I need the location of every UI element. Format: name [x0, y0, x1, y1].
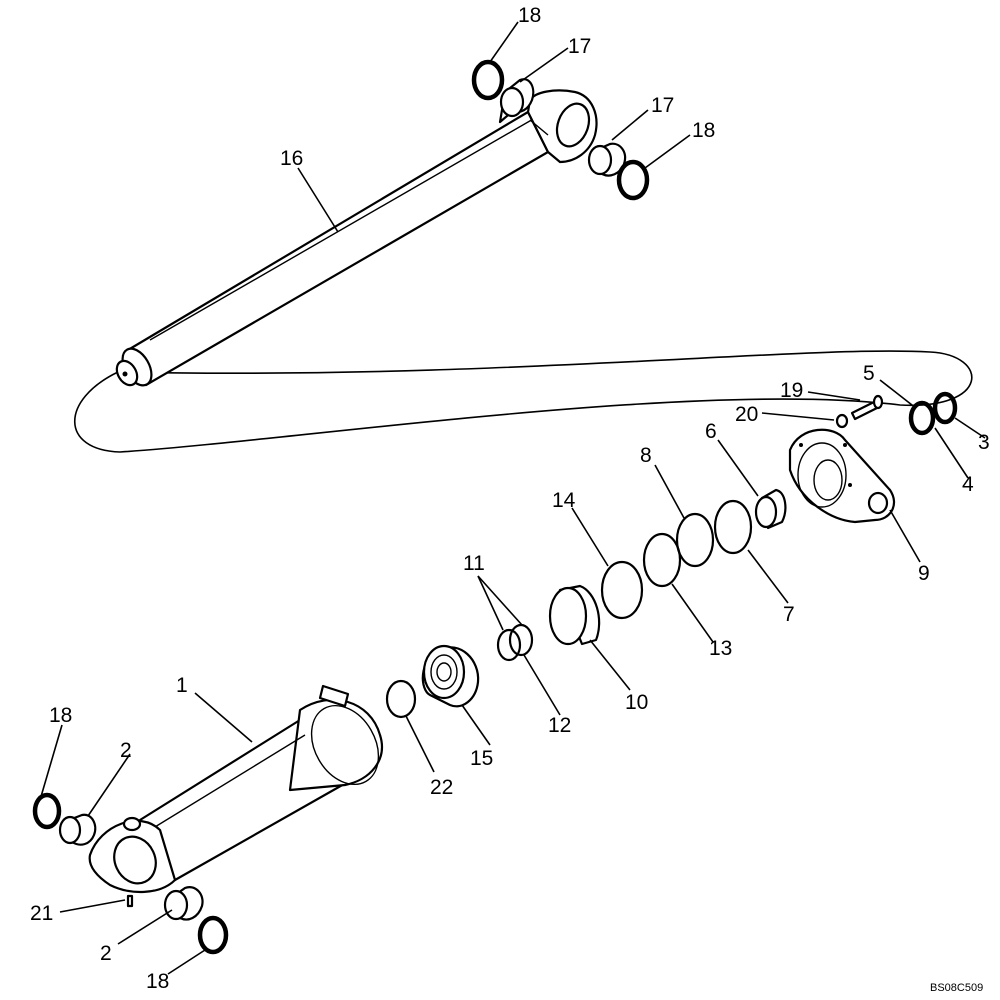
callout-14: 14 — [552, 489, 576, 512]
callout-4: 4 — [962, 473, 974, 496]
bushing-17-upper — [498, 78, 535, 124]
seal-11-b — [508, 623, 534, 657]
callout-9: 9 — [918, 562, 930, 585]
callout-19: 19 — [780, 379, 803, 402]
callout-18-left: 18 — [49, 704, 72, 727]
cylinder-head-9 — [788, 428, 896, 524]
callout-16: 16 — [280, 147, 303, 170]
seal-11-a — [496, 628, 522, 662]
callout-20: 20 — [735, 403, 758, 426]
ring-7 — [713, 499, 753, 555]
callout-18-right: 18 — [692, 119, 715, 142]
piston-rod — [115, 89, 598, 387]
callout-18-bottom: 18 — [146, 970, 169, 993]
snap-ring-18-lower-right — [197, 915, 229, 955]
callout-6: 6 — [705, 420, 717, 443]
callout-10: 10 — [625, 691, 648, 714]
washer-20 — [835, 413, 849, 429]
snap-ring-18-upper-right — [616, 159, 650, 201]
ring-14 — [600, 560, 644, 620]
callout-18-top: 18 — [518, 4, 541, 27]
callout-13: 13 — [709, 637, 732, 660]
o-ring-22 — [385, 679, 417, 719]
callout-15: 15 — [470, 747, 493, 770]
grease-fitting-21 — [126, 894, 134, 908]
cylinder-barrel — [88, 684, 383, 894]
piston-15 — [421, 644, 480, 708]
callout-17-right: 17 — [651, 94, 674, 117]
callout-11: 11 — [463, 552, 485, 575]
callout-5: 5 — [863, 362, 875, 385]
callout-17-top: 17 — [568, 35, 591, 58]
drawing-code: BS08C509 — [930, 982, 983, 994]
bushing-17-right — [587, 142, 627, 177]
callout-22: 22 — [430, 776, 453, 799]
callout-labels: 18 17 17 18 16 5 19 20 3 4 6 8 14 11 12 … — [30, 4, 990, 994]
callout-2-upper: 2 — [120, 739, 132, 762]
callout-12: 12 — [548, 714, 571, 737]
seal-3 — [932, 391, 958, 425]
bushing-6 — [754, 488, 787, 530]
callout-7: 7 — [783, 603, 795, 626]
seal-5-4 — [908, 400, 936, 436]
bolt-19 — [850, 394, 884, 421]
callout-21: 21 — [30, 902, 53, 925]
callout-1: 1 — [176, 674, 188, 697]
ring-8 — [675, 512, 715, 568]
callout-8: 8 — [640, 444, 652, 467]
callout-2-lower: 2 — [100, 942, 112, 965]
callout-3: 3 — [978, 431, 990, 454]
leader-lines — [39, 21, 986, 975]
snap-ring-18-lower-left — [32, 792, 62, 830]
assembly-loop-line — [73, 350, 973, 453]
bushing-2-lower — [163, 886, 204, 921]
ring-13 — [642, 532, 682, 588]
wear-ring-10 — [548, 584, 601, 646]
snap-ring-18-upper-left — [471, 59, 505, 101]
bushing-2-left — [58, 813, 97, 846]
